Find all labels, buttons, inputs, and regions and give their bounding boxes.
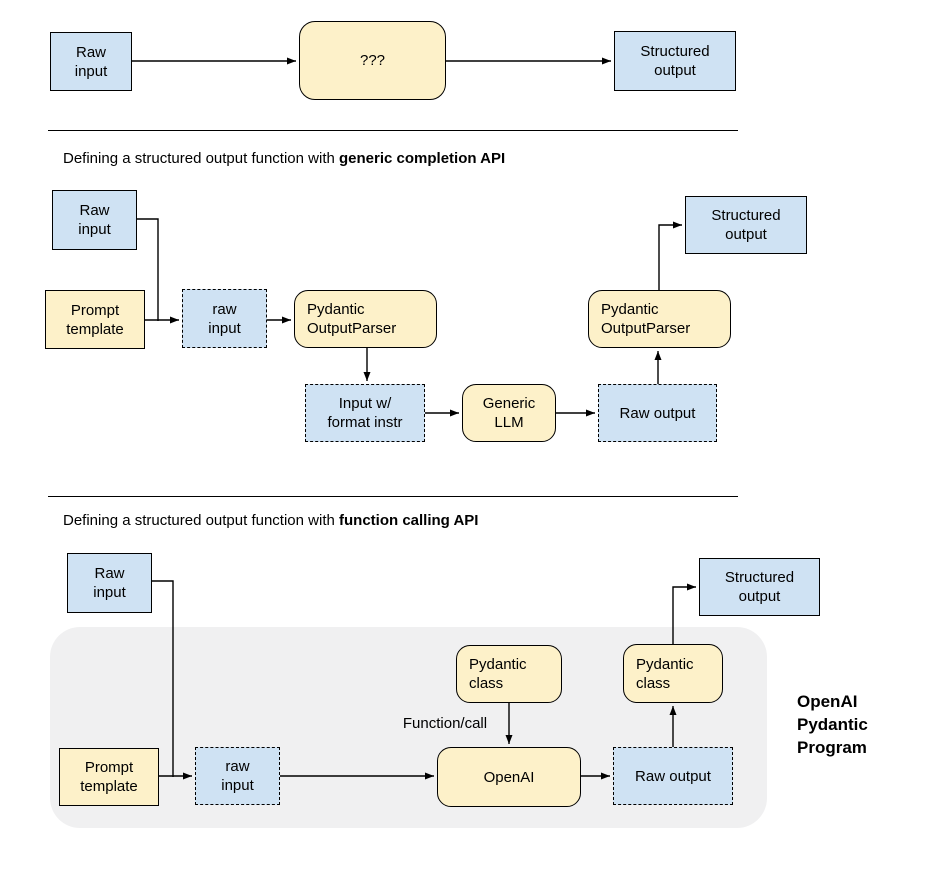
structured-output-box: Structured output <box>699 558 820 616</box>
heading-prefix: Defining a structured output function wi… <box>63 150 339 167</box>
input-with-format-instr-box: Input w/ format instr <box>305 384 425 442</box>
pydantic-class-box: Pydantic class <box>456 645 562 703</box>
generic-llm-box: Generic LLM <box>462 384 556 442</box>
section-divider <box>48 130 738 131</box>
section-heading-function-api: Defining a structured output function wi… <box>63 511 478 530</box>
raw-input-box: Raw input <box>50 32 132 91</box>
pydantic-class-box: Pydantic class <box>623 644 723 703</box>
openai-box: OpenAI <box>437 747 581 807</box>
heading-bold: generic completion API <box>339 150 506 167</box>
mystery-box: ??? <box>299 21 446 100</box>
raw-input-intermediate-box: raw input <box>195 747 280 805</box>
section-divider <box>48 496 738 497</box>
prompt-template-box: Prompt template <box>45 290 145 349</box>
function-call-label: Function/call <box>402 715 488 732</box>
openai-pydantic-program-label: OpenAI Pydantic Program <box>797 692 868 757</box>
heading-bold: function calling API <box>339 512 479 529</box>
heading-prefix: Defining a structured output function wi… <box>63 512 339 529</box>
raw-input-intermediate-box: raw input <box>182 289 267 348</box>
pydantic-output-parser-box: Pydantic OutputParser <box>588 290 731 348</box>
raw-input-box: Raw input <box>52 190 137 250</box>
raw-output-box: Raw output <box>613 747 733 805</box>
pydantic-output-parser-box: Pydantic OutputParser <box>294 290 437 348</box>
structured-output-box: Structured output <box>685 196 807 254</box>
raw-output-box: Raw output <box>598 384 717 442</box>
raw-input-box: Raw input <box>67 553 152 613</box>
arrow-parser-to-structured <box>658 221 682 290</box>
structured-output-box: Structured output <box>614 31 736 91</box>
section-heading-generic-api: Defining a structured output function wi… <box>63 149 505 168</box>
prompt-template-box: Prompt template <box>59 748 159 806</box>
